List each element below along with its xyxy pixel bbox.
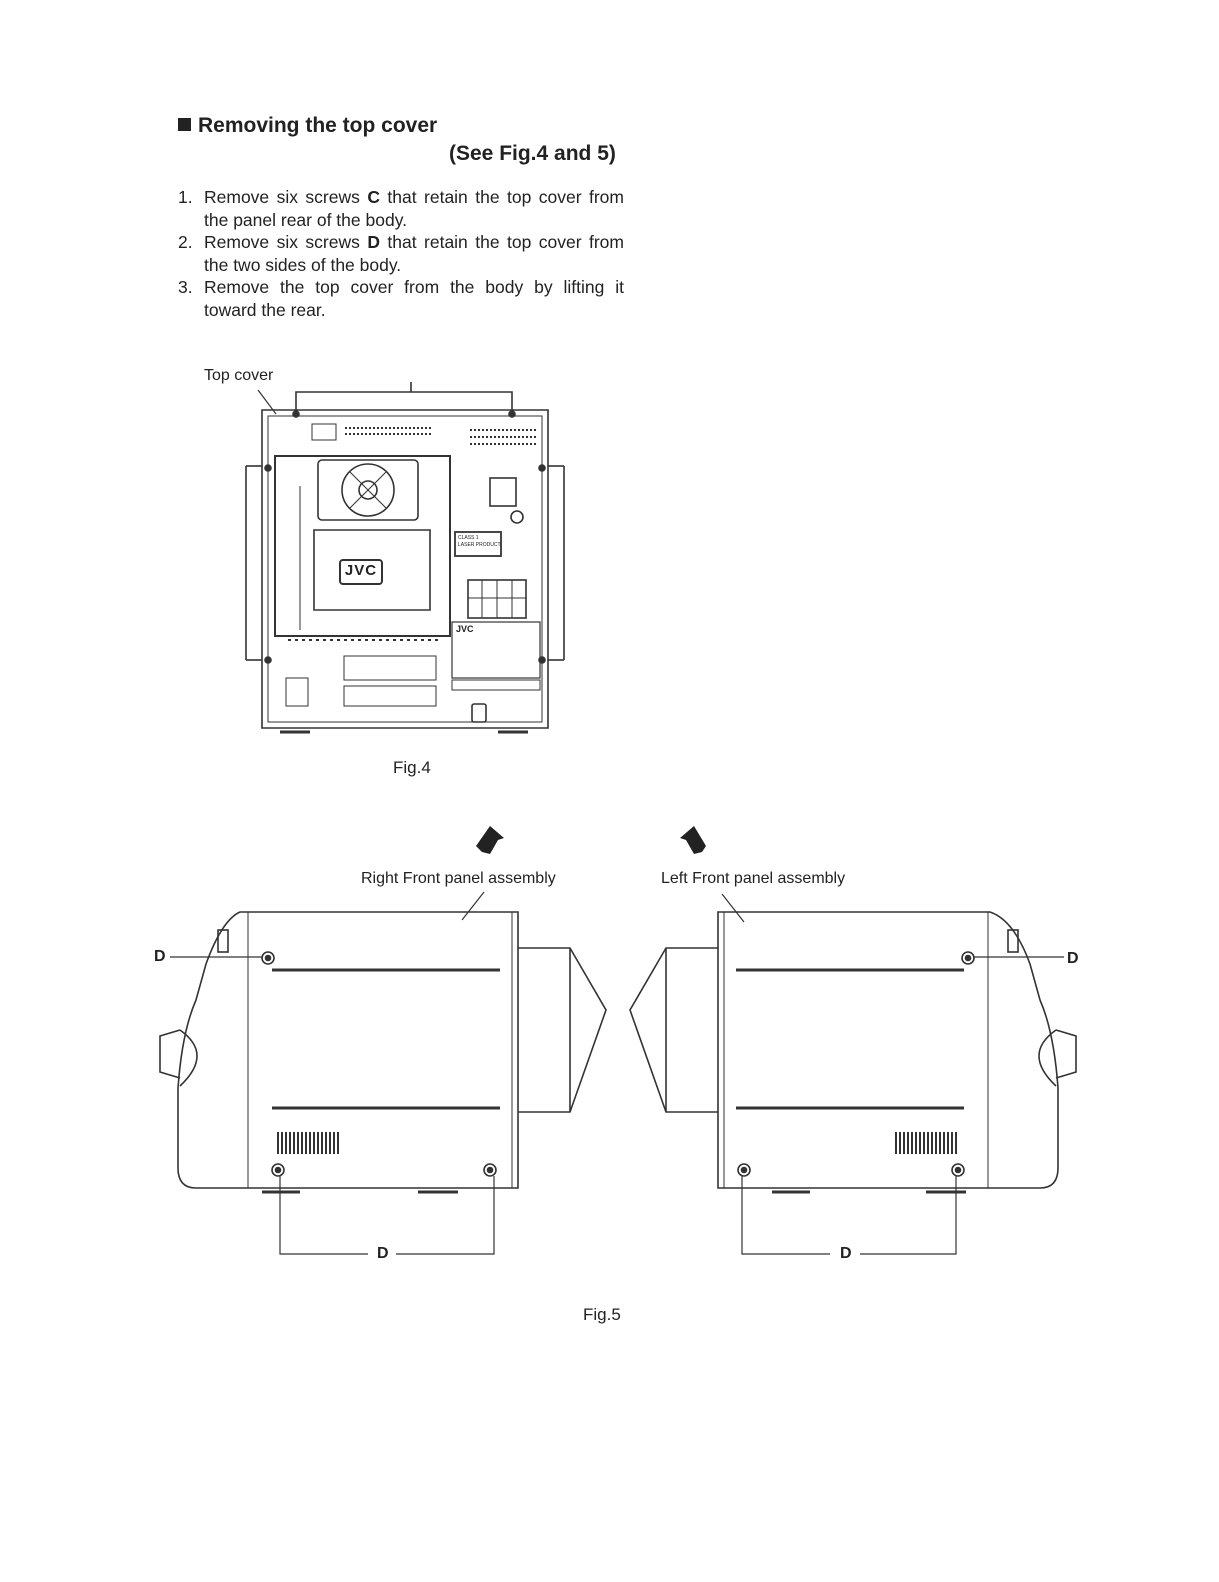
instruction-list: 1. Remove six screws C that retain the t…: [178, 186, 624, 321]
laser-product-text: LASER PRODUCT: [458, 542, 501, 548]
instruction-step: 1. Remove six screws C that retain the t…: [178, 186, 624, 231]
laser-label: CLASS 1 LASER PRODUCT: [458, 535, 501, 549]
section-title: Removing the top cover: [198, 114, 438, 137]
screw-d-callout: D: [1067, 950, 1079, 967]
step-text: Remove the top cover from the body by li…: [204, 277, 624, 320]
screw-key: D: [367, 232, 380, 252]
section-subtitle: (See Fig.4 and 5): [449, 142, 616, 165]
screw-d-callout: D: [377, 1245, 389, 1262]
instruction-step: 2. Remove six screws D that retain the t…: [178, 231, 624, 276]
arrow-up-right-icon: [476, 826, 504, 854]
brand-logo: JVC: [344, 562, 378, 579]
step-text: Remove six screws C that retain the top …: [204, 187, 624, 230]
rating-plate-brand: JVC: [456, 624, 474, 634]
screw-d-callout: D: [840, 1245, 852, 1262]
instruction-step: 3. Remove the top cover from the body by…: [178, 276, 624, 321]
step-number: 1.: [178, 187, 193, 207]
right-front-panel-label: Right Front panel assembly: [361, 870, 556, 887]
section-heading: Removing the top cover: [178, 114, 437, 138]
step-number: 2.: [178, 232, 193, 252]
step-number: 3.: [178, 277, 193, 297]
screw-key: C: [367, 187, 380, 207]
bullet-square-icon: [178, 118, 191, 131]
step-text: Remove six screws D that retain the top …: [204, 232, 624, 275]
left-front-panel-label: Left Front panel assembly: [661, 870, 846, 887]
top-cover-label: Top cover: [204, 367, 274, 384]
laser-class-text: CLASS 1: [458, 535, 479, 541]
fig4-caption: Fig.4: [393, 758, 431, 777]
screw-d-callout: D: [154, 948, 166, 965]
arrow-up-left-icon: [680, 826, 706, 854]
fig5-caption: Fig.5: [583, 1305, 621, 1324]
